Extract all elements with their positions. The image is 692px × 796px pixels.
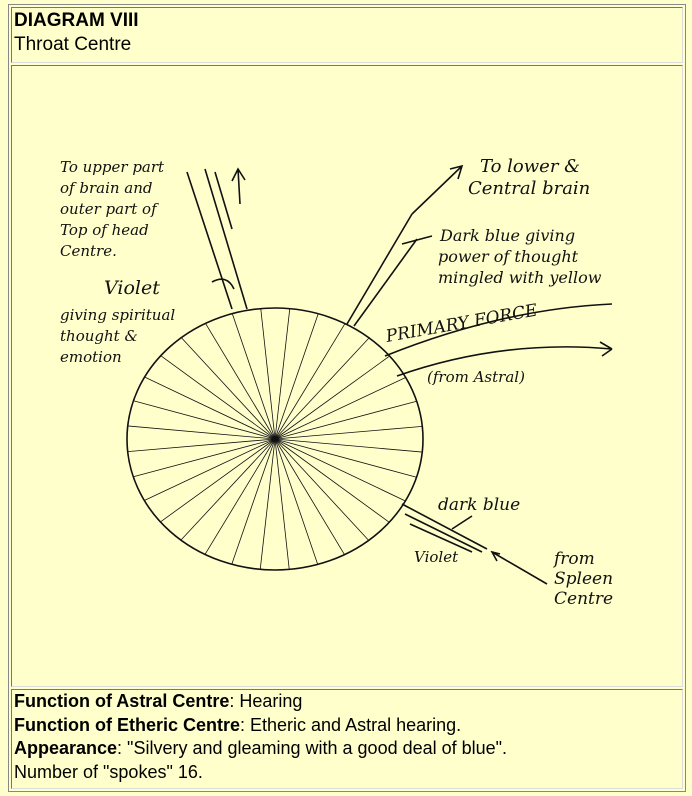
- spoke: [144, 376, 276, 440]
- violet-stream: [186, 168, 248, 310]
- spoke: [274, 323, 346, 440]
- label-lower-brain: To lower &Central brain: [468, 156, 590, 199]
- spoke: [274, 438, 423, 453]
- spoke: [260, 308, 276, 440]
- label-primary-force: PRIMARY FORCE: [383, 300, 539, 347]
- label-violet-bottom: Violet: [414, 548, 459, 566]
- etheric-function: Function of Etheric Centre: Etheric and …: [14, 714, 462, 735]
- spoke: [180, 438, 276, 541]
- spoke: [274, 438, 319, 565]
- spoke: [274, 438, 417, 478]
- spoke: [144, 438, 276, 501]
- spoke: [205, 323, 276, 440]
- spokes-count: Number of "spokes" 16.: [14, 761, 203, 782]
- spoke: [127, 425, 276, 440]
- spoke: [259, 438, 276, 570]
- lower-arrow: [411, 164, 464, 215]
- spoke: [160, 355, 276, 440]
- centre-wheel: [126, 307, 424, 571]
- spoke: [274, 438, 369, 541]
- label-violet-top: Violet: [104, 277, 160, 299]
- spoke: [274, 337, 370, 440]
- spoke: [274, 438, 390, 523]
- spleen-arrow: [490, 550, 548, 585]
- spoke: [274, 438, 345, 555]
- spoke: [181, 337, 276, 440]
- diagram-title: DIAGRAM VIII: [14, 10, 139, 31]
- spoke: [274, 377, 406, 440]
- spoke: [274, 355, 390, 440]
- darkblue-stream: [346, 213, 418, 327]
- diagram-subtitle: Throat Centre: [14, 34, 132, 55]
- title-cell: DIAGRAM VIII Throat Centre: [11, 7, 683, 63]
- spoke: [133, 400, 276, 440]
- spoke: [133, 438, 276, 478]
- spoke: [274, 308, 291, 440]
- spoke: [127, 438, 276, 453]
- spoke: [204, 438, 276, 555]
- appearance: Appearance: "Silvery and gleaming with a…: [14, 738, 508, 758]
- spoke: [274, 313, 319, 440]
- spleen-lines: [401, 503, 488, 553]
- spoke: [274, 438, 290, 570]
- astral-function: Function of Astral Centre: Hearing: [14, 691, 303, 711]
- label-from-astral: (from Astral): [427, 368, 525, 386]
- spoke: [231, 438, 276, 565]
- label-dark-blue-bottom: dark blue: [438, 495, 520, 515]
- spoke: [160, 438, 276, 523]
- upper-arrow: [231, 167, 246, 205]
- spoke: [274, 425, 423, 440]
- spoke: [274, 400, 417, 440]
- primary-force-lines: [384, 303, 613, 377]
- diagram-table: DIAGRAM VIII Throat Centre To upper part…: [8, 4, 686, 792]
- spoke: [231, 313, 276, 440]
- info-cell: Function of Astral Centre: Hearing Funct…: [11, 689, 683, 789]
- spoke: [274, 438, 406, 502]
